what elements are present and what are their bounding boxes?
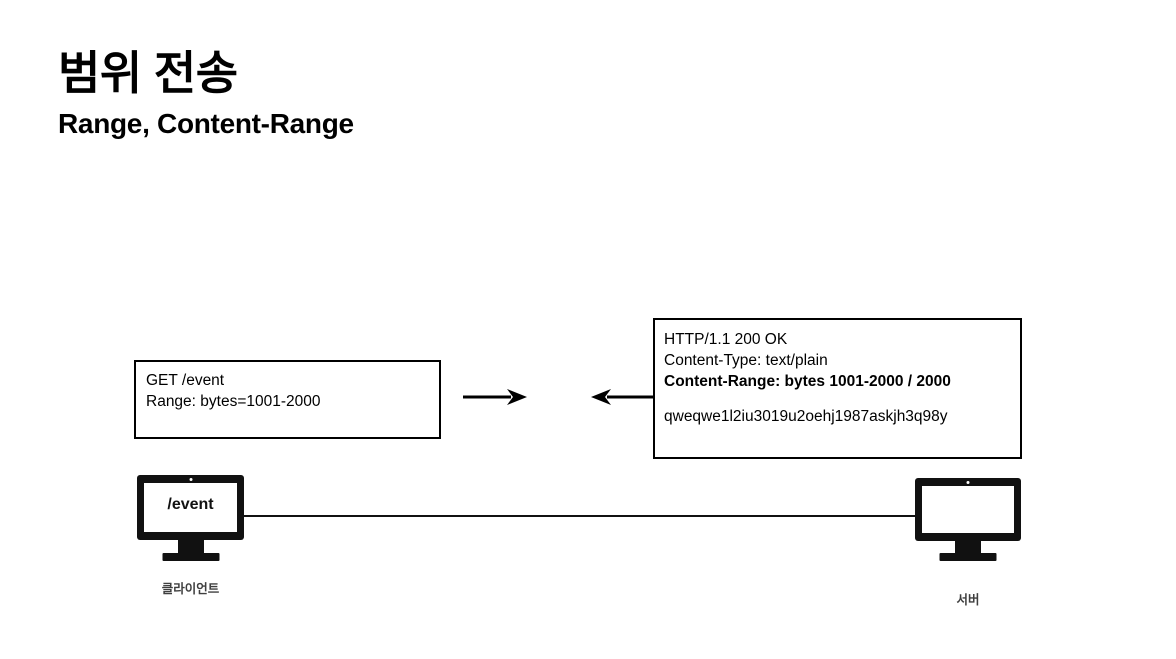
request-line-method: GET /event [146, 372, 225, 389]
response-line-content-type: Content-Type: text/plain [664, 352, 828, 369]
monitor-stand-foot [939, 553, 997, 561]
response-body-payload: qweqwe1l2iu3019u2oehj1987askjh3q98y [664, 408, 948, 425]
network-connection-line [243, 515, 916, 517]
monitor-icon: /event [137, 475, 244, 540]
response-body-spacer [664, 392, 1020, 406]
page-title: 범위 전송 [58, 47, 238, 99]
monitor-stand-foot [162, 553, 219, 561]
http-response-box: HTTP/1.1 200 OK Content-Type: text/plain… [653, 318, 1022, 459]
monitor-stand-neck [177, 540, 204, 553]
client-label: 클라이언트 [161, 582, 220, 596]
server-node: 서버 [915, 478, 1021, 607]
http-request-box: GET /event Range: bytes=1001-2000 [134, 360, 441, 439]
response-line-status: HTTP/1.1 200 OK [664, 331, 788, 348]
request-line-range-header: Range: bytes=1001-2000 [146, 393, 321, 410]
arrow-right-icon [463, 386, 527, 408]
page-subtitle: Range, Content-Range [58, 107, 354, 139]
client-screen: /event [144, 483, 237, 532]
monitor-icon [915, 478, 1021, 541]
arrow-left-icon [591, 386, 655, 408]
webcam-dot-icon [189, 478, 192, 481]
server-screen [922, 486, 1014, 533]
title-block: 범위 전송 Range, Content-Range [58, 47, 354, 140]
client-screen-text: /event [167, 496, 214, 513]
webcam-dot-icon [966, 481, 970, 484]
response-line-content-range: Content-Range: bytes 1001-2000 / 2000 [664, 373, 951, 390]
client-node: /event 클라이언트 [137, 475, 244, 596]
server-label: 서버 [956, 593, 980, 607]
monitor-stand-neck [955, 541, 981, 553]
